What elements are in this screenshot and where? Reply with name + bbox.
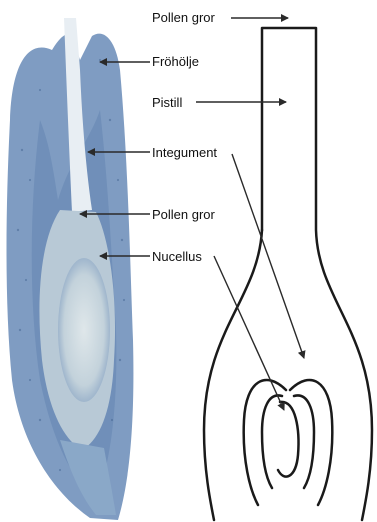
nucellus-outline: [278, 402, 298, 477]
inner-integument: [294, 395, 314, 488]
label-pollen-mid: Pollen gror: [152, 207, 216, 222]
label-pollen-top: Pollen gror: [152, 10, 216, 25]
label-pistill: Pistill: [152, 95, 182, 110]
micrograph: [7, 18, 134, 520]
pistil-outline-left: [204, 230, 262, 520]
label-frohölje: Fröhölje: [152, 54, 199, 69]
label-nucellus: Nucellus: [152, 249, 202, 264]
labels: Pollen gror Fröhölje Pistill Integument …: [152, 10, 217, 264]
inner-integument-left: [262, 395, 282, 488]
outer-integument: [290, 380, 332, 505]
nucellus-body: [58, 258, 110, 402]
arrow-integument-right: [232, 154, 304, 358]
label-integument: Integument: [152, 145, 217, 160]
